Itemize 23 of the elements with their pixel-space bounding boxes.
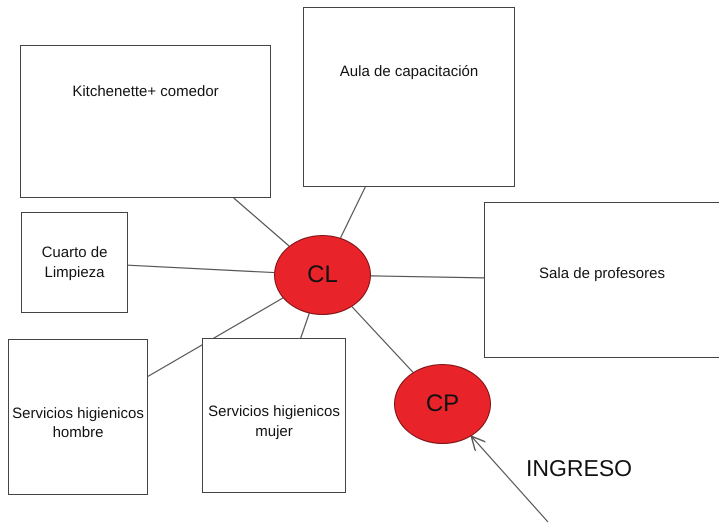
room-label: Cuarto de Limpieza xyxy=(40,243,108,282)
connector-line xyxy=(300,313,310,338)
room-box xyxy=(8,339,148,495)
room-label: CP xyxy=(426,389,460,420)
connector-line xyxy=(233,198,290,246)
room-box xyxy=(21,212,128,313)
connector-line xyxy=(340,186,366,238)
room-box xyxy=(20,45,271,198)
connector-line xyxy=(148,298,284,377)
room-label: Servicios higienicos hombre xyxy=(11,404,145,442)
room-label: Servicios higienicos mujer xyxy=(207,402,341,441)
room-label: Kitchenette+ comedor xyxy=(72,82,219,102)
room-label: CL xyxy=(307,260,338,290)
room-box xyxy=(303,7,515,187)
connector-line xyxy=(128,264,274,274)
room-label: Sala de profesores xyxy=(539,264,665,284)
connector-line xyxy=(370,275,484,278)
room-box xyxy=(484,202,719,358)
arrow xyxy=(470,436,548,522)
room-label: Aula de capacitación xyxy=(340,62,478,82)
entrance-label: INGRESO xyxy=(526,455,632,482)
room-box xyxy=(202,338,346,493)
connector-line xyxy=(352,306,414,373)
